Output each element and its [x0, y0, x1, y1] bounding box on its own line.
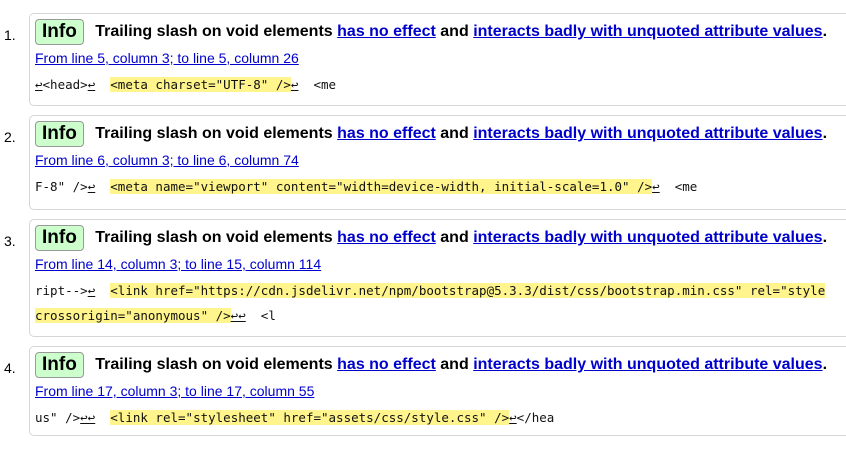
- has-no-effect-link[interactable]: has no effect: [337, 23, 436, 40]
- extract-before: us" />: [35, 410, 81, 425]
- info-badge: Info: [35, 352, 84, 378]
- extract-before: <head>: [42, 77, 88, 92]
- location-link[interactable]: From line 6, column 3; to line 6, column…: [35, 152, 299, 168]
- extract-after: </hea: [516, 410, 555, 425]
- message-item: 3. Info Trailing slash on void elements …: [4, 219, 846, 337]
- code-extract: ript-->↩ <link href="https://cdn.jsdeliv…: [35, 278, 846, 328]
- message-line: Info Trailing slash on void elements has…: [30, 116, 846, 149]
- message-item: 1. Info Trailing slash on void elements …: [4, 13, 846, 106]
- message-line: Info Trailing slash on void elements has…: [30, 14, 846, 47]
- message-text: Trailing slash on void elements has no e…: [95, 23, 827, 40]
- extract-highlight-continued: crossorigin="anonymous" />: [35, 308, 231, 323]
- line-break-icon: ↩: [290, 77, 299, 92]
- extract-before: ript-->: [35, 283, 88, 298]
- line-break-icon: ↩: [509, 410, 517, 425]
- message-text-pre: Trailing slash on void elements: [95, 229, 333, 246]
- line-break-icon: ↩: [35, 77, 43, 92]
- message-text-mid: and: [440, 356, 469, 373]
- message-item: 2. Info Trailing slash on void elements …: [4, 115, 846, 210]
- message-text-end: .: [822, 23, 828, 40]
- location-link[interactable]: From line 5, column 3; to line 5, column…: [35, 50, 299, 66]
- message-text-mid: and: [440, 23, 469, 40]
- extract-highlight: <link rel="stylesheet" href="assets/css/…: [110, 410, 510, 425]
- message-text-mid: and: [440, 125, 469, 142]
- message-number: 2.: [4, 129, 16, 145]
- extract-before: F-8" />: [35, 179, 88, 194]
- message-text-end: .: [822, 356, 828, 373]
- line-break-icon: ↩: [87, 179, 96, 194]
- line-break-icon: ↩: [87, 283, 96, 298]
- line-break-icon: ↩: [652, 179, 660, 194]
- message-text-pre: Trailing slash on void elements: [95, 125, 333, 142]
- line-break-icon: ↩: [87, 77, 96, 92]
- interacts-badly-link[interactable]: interacts badly with unquoted attribute …: [473, 356, 823, 373]
- message-text: Trailing slash on void elements has no e…: [95, 125, 827, 142]
- message-text-pre: Trailing slash on void elements: [95, 356, 333, 373]
- validator-messages: 1. Info Trailing slash on void elements …: [0, 13, 846, 436]
- extract-highlight: <meta name="viewport" content="width=dev…: [110, 179, 653, 194]
- extract-after: <l: [260, 308, 276, 323]
- message-text-end: .: [822, 125, 828, 142]
- interacts-badly-link[interactable]: interacts badly with unquoted attribute …: [473, 125, 823, 142]
- message-number: 4.: [4, 360, 16, 376]
- has-no-effect-link[interactable]: has no effect: [337, 356, 436, 373]
- line-break-icon: ↩↩: [230, 308, 246, 323]
- code-extract: us" />↩↩ <link rel="stylesheet" href="as…: [35, 405, 846, 430]
- message-text-mid: and: [440, 229, 469, 246]
- message-number: 1.: [4, 27, 16, 43]
- extract-highlight: <meta charset="UTF-8" />: [110, 77, 291, 92]
- message-line: Info Trailing slash on void elements has…: [30, 347, 846, 380]
- extract-highlight: <link href="https://cdn.jsdelivr.net/npm…: [110, 283, 826, 298]
- extract-after: <me: [674, 179, 698, 194]
- has-no-effect-link[interactable]: has no effect: [337, 229, 436, 246]
- info-badge: Info: [35, 225, 84, 251]
- message-text-end: .: [822, 229, 828, 246]
- code-extract: F-8" />↩ <meta name="viewport" content="…: [35, 174, 846, 199]
- message-line: Info Trailing slash on void elements has…: [30, 220, 846, 253]
- location-link[interactable]: From line 17, column 3; to line 17, colu…: [35, 383, 315, 399]
- message-text-pre: Trailing slash on void elements: [95, 23, 333, 40]
- message-item: 4. Info Trailing slash on void elements …: [4, 346, 846, 436]
- message-text: Trailing slash on void elements has no e…: [95, 356, 827, 373]
- has-no-effect-link[interactable]: has no effect: [337, 125, 436, 142]
- line-break-icon: ↩↩: [80, 410, 96, 425]
- info-badge: Info: [35, 19, 84, 45]
- info-badge: Info: [35, 121, 84, 147]
- extract-after: <me: [313, 77, 337, 92]
- location-link[interactable]: From line 14, column 3; to line 15, colu…: [35, 256, 322, 272]
- interacts-badly-link[interactable]: interacts badly with unquoted attribute …: [473, 23, 823, 40]
- code-extract: ↩<head>↩ <meta charset="UTF-8" />↩ <me: [35, 72, 846, 97]
- interacts-badly-link[interactable]: interacts badly with unquoted attribute …: [473, 229, 823, 246]
- message-text: Trailing slash on void elements has no e…: [95, 229, 827, 246]
- message-number: 3.: [4, 233, 16, 249]
